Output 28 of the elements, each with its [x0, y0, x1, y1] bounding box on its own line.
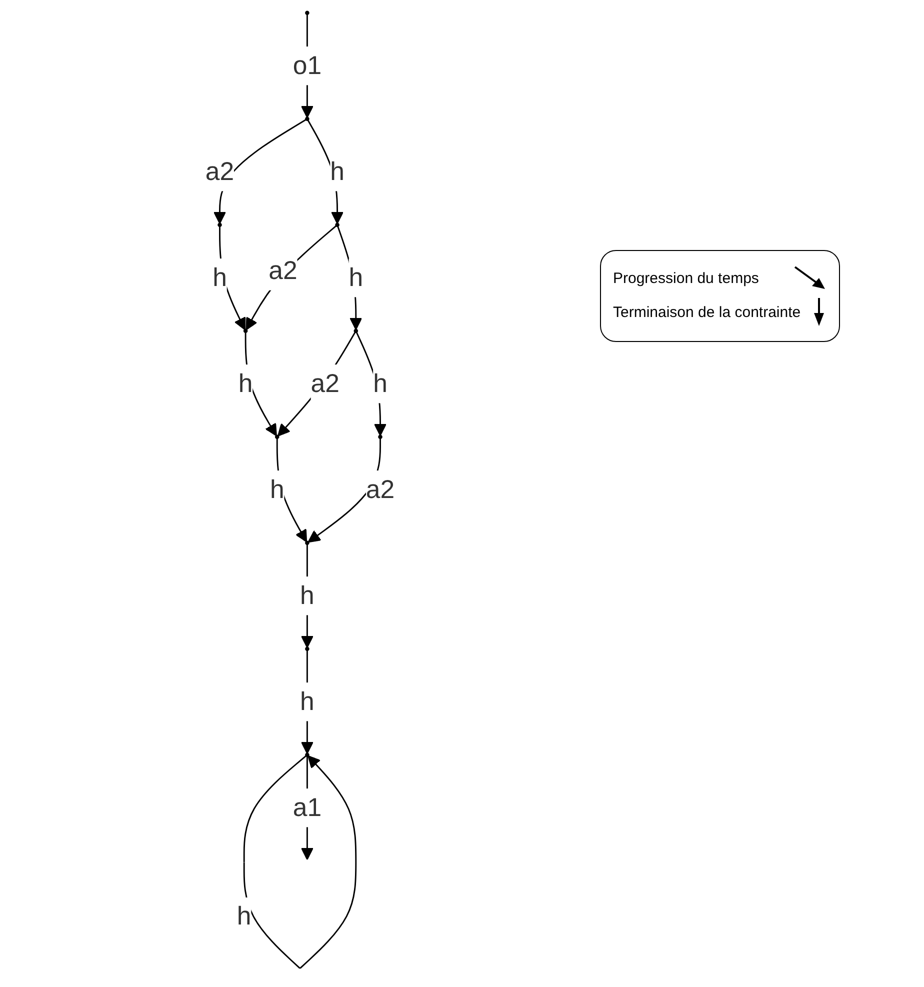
edge-label: h	[348, 262, 364, 292]
node-circle	[305, 646, 310, 652]
edge-label: h	[212, 262, 227, 292]
node-circle	[274, 434, 280, 440]
edge-label: h	[300, 580, 314, 610]
edge-label: a2	[310, 368, 340, 398]
legend-text: Terminaison de la contrainte	[613, 304, 801, 320]
edge-label: h	[238, 368, 253, 398]
edge-label: o1	[292, 50, 322, 80]
edge-label: a2	[205, 156, 234, 186]
node-circle	[335, 222, 340, 228]
node-circle	[378, 434, 382, 440]
edge-label: h	[270, 474, 284, 504]
edge-label: a2	[268, 256, 298, 285]
node-circle	[243, 328, 248, 334]
edge-label: a2	[366, 474, 395, 504]
node-circle	[218, 222, 222, 228]
node-circle	[354, 328, 358, 334]
edge-label: h	[300, 686, 314, 716]
edge-label: h	[373, 368, 388, 398]
edge-label: h	[236, 902, 252, 930]
node-circle	[305, 10, 310, 16]
node-circle	[305, 540, 310, 546]
edge-label: h	[330, 156, 344, 186]
node-circle	[305, 116, 310, 122]
node-circle	[305, 752, 310, 758]
edge-label: a1	[292, 792, 322, 822]
legend-text: Progression du temps	[613, 270, 759, 286]
